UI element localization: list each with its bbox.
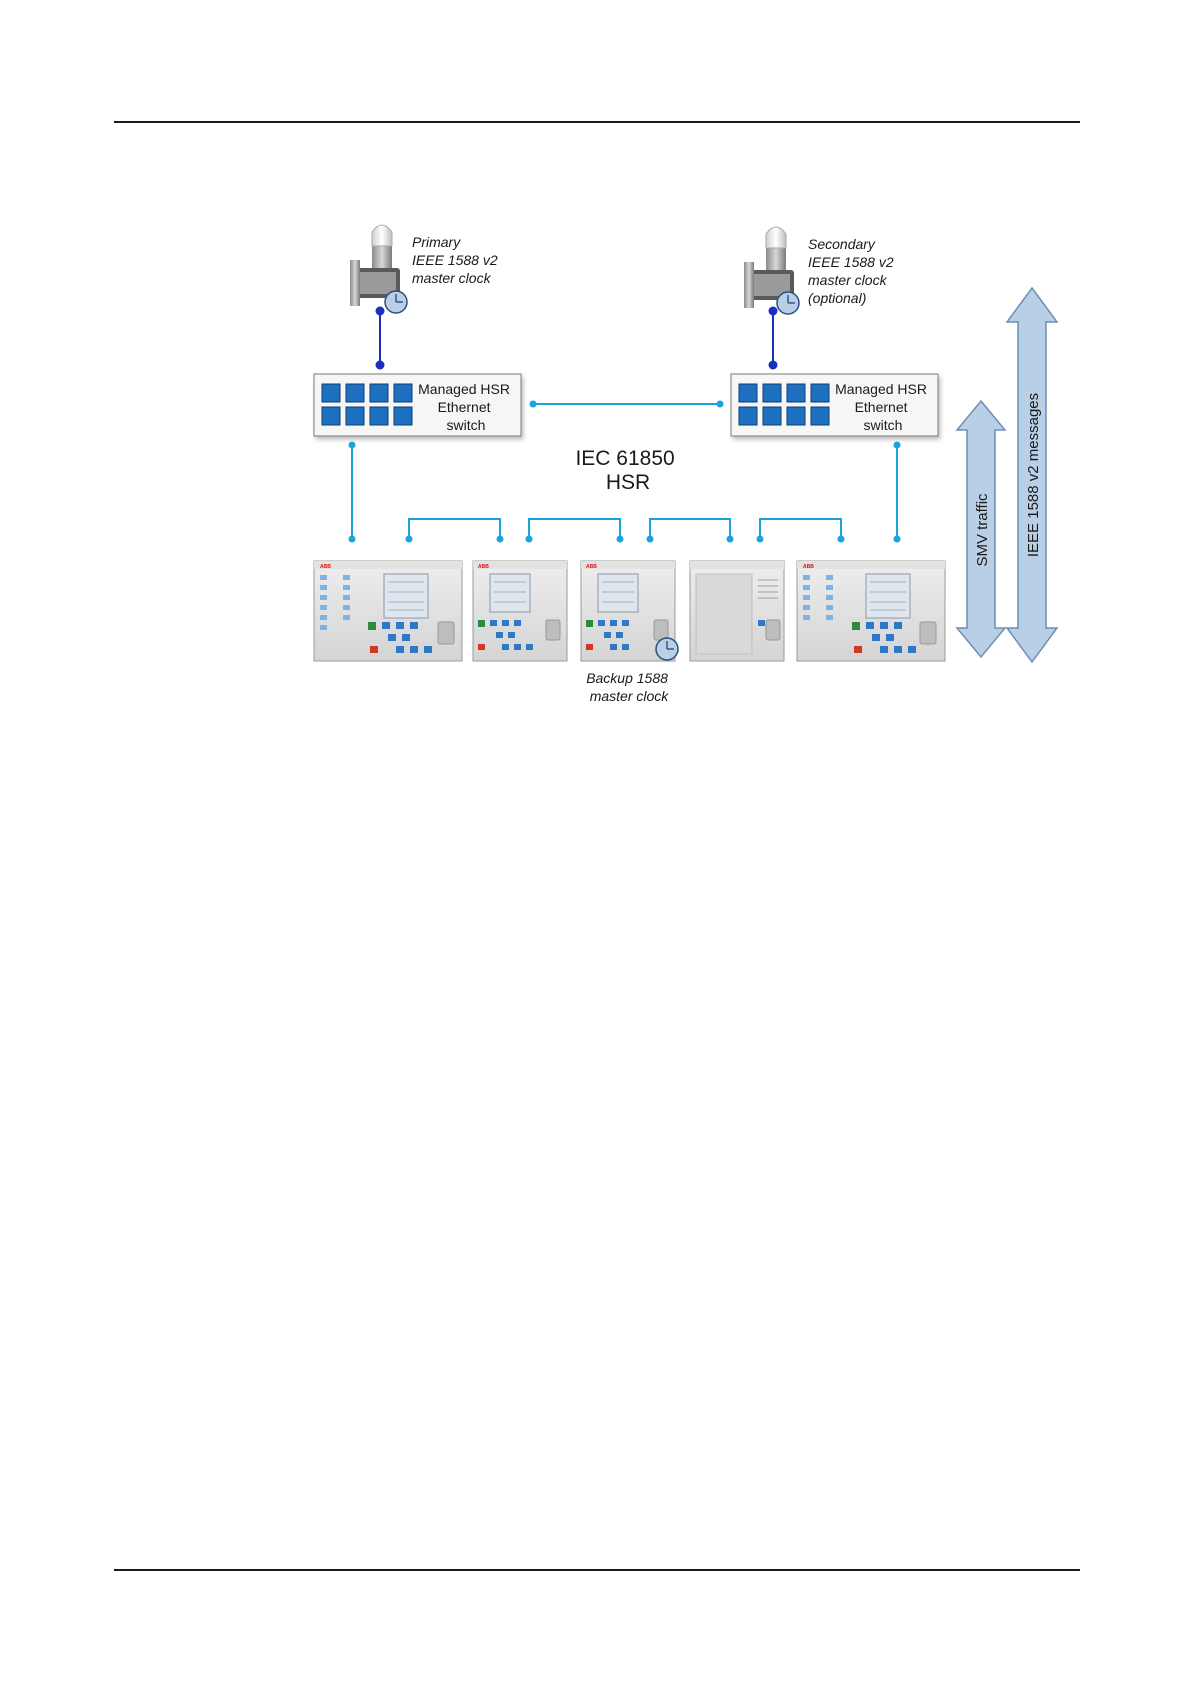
ied-brand-logo: ABB	[803, 564, 814, 570]
secondary-clock-line: Secondary	[808, 236, 876, 252]
switch-right-line: switch	[864, 417, 903, 433]
backup-clock-line: Backup 1588	[586, 670, 668, 686]
primary-clock-icon	[385, 291, 407, 313]
switch-left-line: Ethernet	[438, 399, 491, 415]
secondary-clock-line: (optional)	[808, 290, 866, 306]
ieee1588-messages-label: IEEE 1588 v2 messages	[1025, 393, 1042, 557]
switch-left-line: Managed HSR	[418, 381, 510, 397]
primary-clock-line: IEEE 1588 v2	[412, 252, 498, 268]
smv-traffic-label: SMV traffic	[974, 493, 991, 567]
backup-clock-line: master clock	[590, 688, 670, 704]
ied-brand-logo: ABB	[586, 564, 597, 570]
primary-clock-line: Primary	[412, 234, 461, 250]
ied-relay-2: ABB	[473, 561, 567, 661]
secondary-clock-line: IEEE 1588 v2	[808, 254, 894, 270]
ied-brand-logo: ABB	[478, 564, 489, 570]
ieee1588-messages-arrow: IEEE 1588 v2 messages	[1007, 288, 1057, 662]
switch-right-line: Managed HSR	[835, 381, 927, 397]
ied-brand-logo: ABB	[320, 564, 331, 570]
secondary-clock-icon	[777, 292, 799, 314]
network-line: HSR	[606, 471, 650, 494]
smv-traffic-arrow: SMV traffic	[957, 401, 1005, 657]
network-line: IEC 61850	[575, 447, 674, 470]
ied-relay-1: ABB	[314, 561, 462, 661]
secondary-clock-label: Secondary IEEE 1588 v2 master clock (opt…	[808, 236, 898, 306]
switch-left-line: switch	[447, 417, 486, 433]
primary-clock-label: Primary IEEE 1588 v2 master clock	[412, 234, 502, 286]
clock-switch-links	[377, 308, 777, 369]
primary-clock-line: master clock	[412, 270, 492, 286]
backup-clock-label: Backup 1588 master clock	[586, 670, 672, 704]
ied-relay-4	[690, 561, 784, 661]
network-label: IEC 61850 HSR	[575, 447, 680, 494]
switch-right-line: Ethernet	[855, 399, 908, 415]
secondary-clock-line: master clock	[808, 272, 888, 288]
ied-relay-5: ABB	[797, 561, 945, 661]
backup-clock-icon	[656, 638, 678, 660]
